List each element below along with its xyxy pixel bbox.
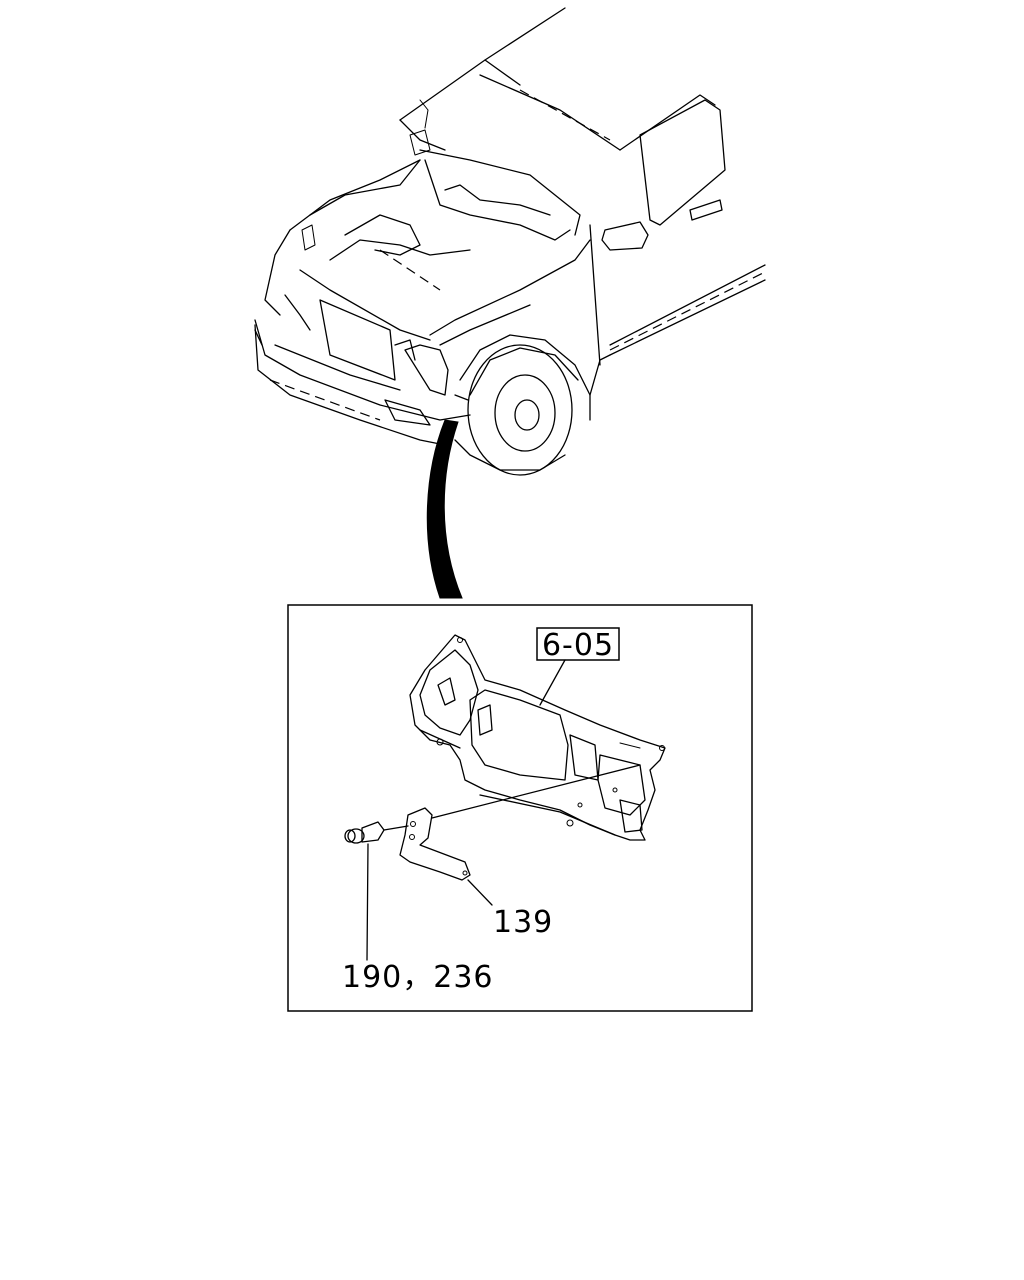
mounting-bracket (399, 807, 493, 906)
reference-box: 6-05 (536, 627, 620, 706)
bolt (344, 821, 409, 961)
bolt-part-label: 190，236 (342, 960, 494, 995)
callout-leader (426, 419, 463, 599)
radiator-core-support (409, 634, 666, 841)
reference-label: 6-05 (542, 628, 614, 663)
vehicle-front-view (254, 7, 766, 476)
bracket-part-label: 139 (493, 905, 553, 940)
detail-frame (287, 604, 753, 1012)
